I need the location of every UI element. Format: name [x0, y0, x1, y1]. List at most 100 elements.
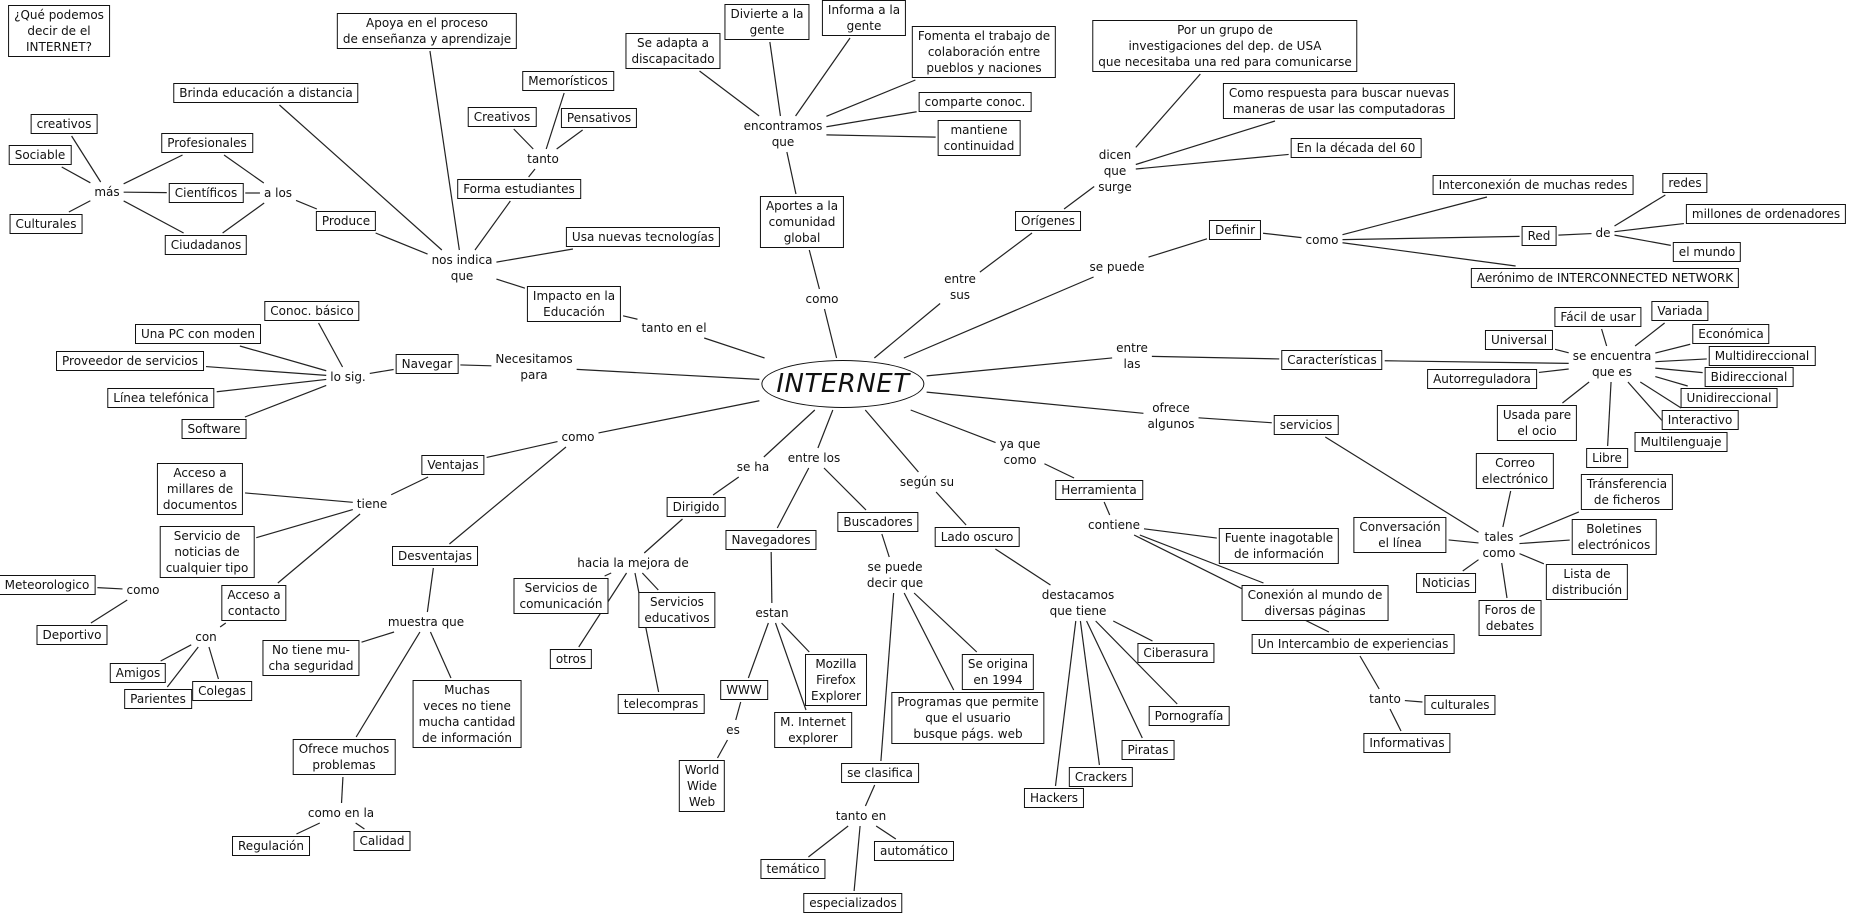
concept-divierte[interactable]: Divierte a la gente — [724, 4, 810, 40]
concept-meteorologico[interactable]: Meteorologico — [0, 575, 96, 595]
concept-millones[interactable]: millones de ordenadores — [1685, 204, 1847, 224]
concept-multidireccional[interactable]: Multidireccional — [1708, 346, 1816, 366]
concept-no-tiene[interactable]: No tiene mu- cha seguridad — [262, 640, 360, 676]
concept-servicios-comunicacion[interactable]: Servicios de comunicación — [513, 578, 609, 614]
concept-brinda[interactable]: Brinda educación a distancia — [173, 83, 359, 103]
concept-telecompras[interactable]: telecompras — [617, 694, 705, 714]
concept-profesionales[interactable]: Profesionales — [161, 133, 253, 153]
concept-lado-oscuro[interactable]: Lado oscuro — [934, 527, 1020, 547]
concept-piratas[interactable]: Piratas — [1121, 740, 1175, 760]
concept-aeronimo[interactable]: Aerónimo de INTERCONNECTED NETWORK — [1470, 268, 1740, 288]
concept-conoc-basico[interactable]: Conoc. básico — [264, 301, 360, 321]
concept-multilenguaje[interactable]: Multilenguaje — [1634, 432, 1728, 452]
concept-economica[interactable]: Económica — [1692, 324, 1770, 344]
concept-red[interactable]: Red — [1521, 226, 1557, 246]
concept-definir[interactable]: Definir — [1208, 220, 1262, 240]
concept-memoristicos[interactable]: Memorísticos — [522, 71, 614, 91]
concept-world-wide-web[interactable]: World Wide Web — [678, 760, 726, 812]
concept-usada-pare[interactable]: Usada pare el ocio — [1496, 405, 1578, 441]
concept-software[interactable]: Software — [181, 419, 247, 439]
concept-ofrece-muchos[interactable]: Ofrece muchos problemas — [292, 739, 396, 775]
concept-servicios[interactable]: servicios — [1273, 415, 1339, 435]
concept-se-adapta[interactable]: Se adapta a discapacitado — [625, 33, 721, 69]
concept-el-mundo[interactable]: el mundo — [1672, 242, 1742, 262]
central-node-internet[interactable]: INTERNET — [761, 360, 925, 408]
concept-impacto[interactable]: Impacto en la Educación — [526, 286, 622, 322]
concept-apoya[interactable]: Apoya en el proceso de enseñanza y apren… — [336, 13, 518, 49]
concept-deportivo[interactable]: Deportivo — [36, 625, 108, 645]
concept-linea[interactable]: Línea telefónica — [107, 388, 215, 408]
concept-intercambio[interactable]: Un Intercambio de experiencias — [1251, 634, 1455, 654]
concept-decada-60[interactable]: En la década del 60 — [1290, 138, 1422, 158]
concept-informa[interactable]: Informa a la gente — [821, 0, 907, 36]
concept-creativos-2[interactable]: Creativos — [467, 107, 537, 127]
concept-informativas[interactable]: Informativas — [1363, 733, 1451, 753]
concept-buscadores[interactable]: Buscadores — [837, 512, 919, 532]
concept-variada[interactable]: Variada — [1651, 301, 1709, 321]
concept-crackers[interactable]: Crackers — [1068, 767, 1134, 787]
concept-foros[interactable]: Foros de debates — [1478, 600, 1542, 636]
concept-colegas[interactable]: Colegas — [192, 681, 252, 701]
concept-unidireccional[interactable]: Unidireccional — [1680, 388, 1778, 408]
concept-calidad[interactable]: Calidad — [353, 831, 411, 851]
concept-mantiene[interactable]: mantiene continuidad — [937, 120, 1021, 156]
concept-por-un-grupo[interactable]: Por un grupo de investigaciones del dep.… — [1092, 20, 1358, 72]
concept-regulacion[interactable]: Regulación — [232, 836, 310, 856]
concept-cientificos[interactable]: Científicos — [168, 183, 244, 203]
concept-culturales[interactable]: Culturales — [9, 214, 83, 234]
concept-navegar[interactable]: Navegar — [395, 354, 459, 374]
concept-origenes[interactable]: Orígenes — [1015, 211, 1081, 231]
concept-produce[interactable]: Produce — [315, 211, 377, 231]
concept-dirigido[interactable]: Dirigido — [666, 497, 726, 517]
concept-forma-estudiantes[interactable]: Forma estudiantes — [457, 179, 581, 199]
concept-una-pc[interactable]: Una PC con moden — [135, 324, 261, 344]
concept-sociable[interactable]: Sociable — [8, 145, 72, 165]
concept-acceso-millares[interactable]: Acceso a millares de documentos — [156, 463, 244, 515]
concept-redes[interactable]: redes — [1662, 173, 1708, 193]
concept-ciberasura[interactable]: Ciberasura — [1137, 643, 1215, 663]
concept-amigos[interactable]: Amigos — [109, 663, 167, 683]
concept-ventajas[interactable]: Ventajas — [421, 455, 485, 475]
concept-creativos[interactable]: creativos — [30, 114, 98, 134]
concept-pornografia[interactable]: Pornografía — [1148, 706, 1230, 726]
concept-hackers[interactable]: Hackers — [1023, 788, 1085, 808]
concept-mozilla[interactable]: Mozilla Firefox Explorer — [805, 654, 867, 706]
concept-herramienta[interactable]: Herramienta — [1055, 480, 1143, 500]
concept-muchas-veces[interactable]: Muchas veces no tiene mucha cantidad de … — [412, 680, 522, 748]
concept-fuente[interactable]: Fuente inagotable de información — [1218, 528, 1340, 564]
concept-www[interactable]: WWW — [720, 680, 768, 700]
concept-pensativos[interactable]: Pensativos — [560, 108, 638, 128]
concept-interactivo[interactable]: Interactivo — [1661, 410, 1739, 430]
concept-libre[interactable]: Libre — [1586, 448, 1628, 468]
concept-interconexion[interactable]: Interconexión de muchas redes — [1432, 175, 1634, 195]
concept-ciudadanos[interactable]: Ciudadanos — [164, 235, 248, 255]
concept-aportes[interactable]: Aportes a la comunidad global — [759, 196, 845, 248]
concept-se-clasifica[interactable]: se clasifica — [841, 763, 919, 783]
concept-universal[interactable]: Universal — [1484, 330, 1554, 350]
concept-autorreguladora[interactable]: Autorreguladora — [1427, 369, 1537, 389]
concept-navegadores[interactable]: Navegadores — [725, 530, 817, 550]
concept-como-respuesta[interactable]: Como respuesta para buscar nuevas manera… — [1222, 83, 1456, 119]
concept-transferencia[interactable]: Tránsferencia de ficheros — [1580, 474, 1674, 510]
concept-conexion[interactable]: Conexión al mundo de diversas páginas — [1241, 585, 1389, 621]
concept-lista[interactable]: Lista de distribución — [1545, 564, 1629, 600]
concept-conversacion[interactable]: Conversación el línea — [1353, 517, 1447, 553]
concept-programas[interactable]: Programas que permite que el usuario bus… — [891, 692, 1045, 744]
concept-especializados[interactable]: especializados — [803, 893, 903, 913]
concept-servicios-educativos[interactable]: Servicios educativos — [638, 592, 716, 628]
concept-correo[interactable]: Correo electrónico — [1475, 453, 1555, 489]
concept-usa-nuevas[interactable]: Usa nuevas tecnologías — [565, 227, 721, 247]
concept-noticias[interactable]: Noticias — [1416, 573, 1476, 593]
concept-comparte[interactable]: comparte conoc. — [918, 92, 1032, 112]
concept-fomenta[interactable]: Fomenta el trabajo de colaboración entre… — [911, 26, 1057, 78]
concept-parientes[interactable]: Parientes — [124, 689, 192, 709]
concept-acceso-contacto[interactable]: Acceso a contacto — [221, 585, 287, 621]
concept-automatico[interactable]: automático — [873, 841, 955, 861]
concept-tematico[interactable]: temático — [760, 859, 826, 879]
concept-otros[interactable]: otros — [549, 649, 593, 669]
concept-caracteristicas[interactable]: Características — [1281, 350, 1383, 370]
concept-m-internet[interactable]: M. Internet explorer — [774, 712, 852, 748]
concept-servicio-noticias[interactable]: Servicio de noticias de cualquier tipo — [159, 526, 255, 578]
concept-boletines[interactable]: Boletines electrónicos — [1571, 519, 1657, 555]
concept-desventajas[interactable]: Desventajas — [392, 546, 478, 566]
